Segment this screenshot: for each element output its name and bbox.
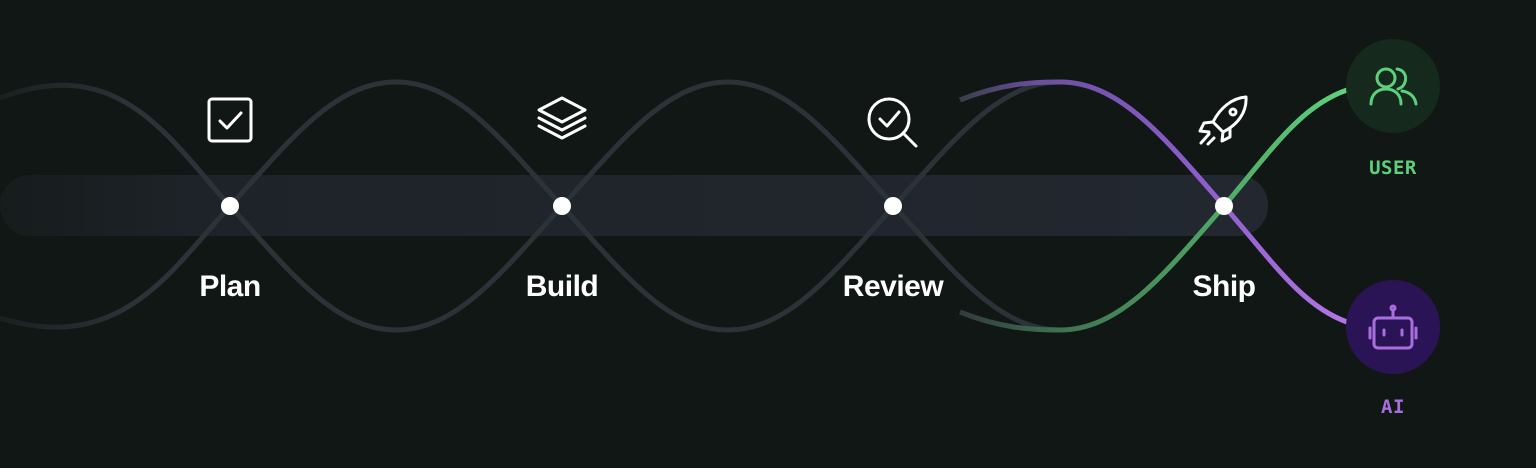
- checkbox-icon: [207, 97, 253, 143]
- stage-label-build: Build: [525, 270, 599, 303]
- role-label-ai: AI: [1381, 396, 1405, 418]
- ai-avatar: [1346, 280, 1440, 374]
- user-avatar: [1346, 39, 1440, 133]
- stage-node-plan: [221, 197, 239, 215]
- magnifier-check-icon: [867, 97, 918, 148]
- stage-node-build: [553, 197, 571, 215]
- stage-node-ship: [1215, 197, 1233, 215]
- role-label-user: USER: [1369, 157, 1417, 179]
- strand-user: [959, 87, 1348, 333]
- stage-node-review: [884, 197, 902, 215]
- timeline-track: [0, 175, 1268, 236]
- rocket-icon: [1198, 95, 1248, 146]
- stage-label-review: Review: [842, 270, 944, 303]
- stage-label-plan: Plan: [199, 270, 261, 303]
- layers-icon: [537, 96, 587, 140]
- robot-icon: [1368, 304, 1418, 350]
- strand-ai: [959, 79, 1348, 325]
- users-icon: [1369, 67, 1418, 106]
- stage-label-ship: Ship: [1192, 270, 1257, 303]
